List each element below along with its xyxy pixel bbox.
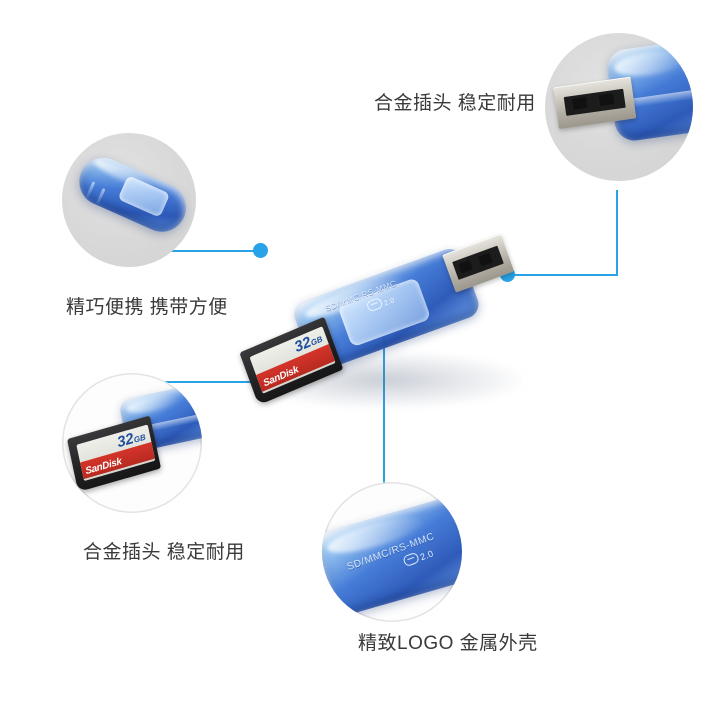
inset-sd-label: 32GB SanDisk — [76, 424, 156, 482]
inset-reader-device — [62, 135, 196, 266]
main-product-sd-card: 32GB SanDisk — [239, 316, 344, 406]
callout-label-alloy-plug-left: 合金插头 稳定耐用 — [83, 542, 245, 563]
inset-logo-device: SD/MMC/RS-MMC 2.0 — [322, 482, 462, 622]
callout-label-logo-shell: 精致LOGO 金属外壳 — [358, 633, 538, 654]
callout-label-portable: 精巧便携 携带方便 — [66, 297, 228, 318]
inset-sd-card-inserted-closeup: 32GB SanDisk — [62, 373, 202, 513]
inset-logo-engraving-closeup: SD/MMC/RS-MMC 2.0 — [322, 482, 462, 622]
inset-usb-notch-left — [572, 97, 588, 111]
inset-usb-connector-closeup — [545, 33, 693, 181]
inset-sd-card: 32GB SanDisk — [66, 415, 162, 493]
leader-line-logo-shell — [383, 334, 385, 496]
inset-usb-device — [545, 33, 693, 181]
main-sd-label: 32GB SanDisk — [249, 325, 337, 394]
leader-line-alloy-plug-top-vertical — [616, 190, 618, 276]
inset-reader-body-closeup — [62, 133, 196, 267]
leader-dot-portable — [253, 243, 268, 258]
leader-line-alloy-plug-left — [152, 381, 266, 383]
main-product-usb-plug — [442, 233, 515, 293]
inset-usb-notch-right — [598, 93, 614, 107]
leader-line-portable — [148, 250, 260, 252]
inset-sd-device: 32GB SanDisk — [62, 377, 202, 513]
callout-label-alloy-plug-top: 合金插头 稳定耐用 — [374, 93, 536, 114]
leader-line-alloy-plug-top-horizontal — [508, 274, 618, 276]
